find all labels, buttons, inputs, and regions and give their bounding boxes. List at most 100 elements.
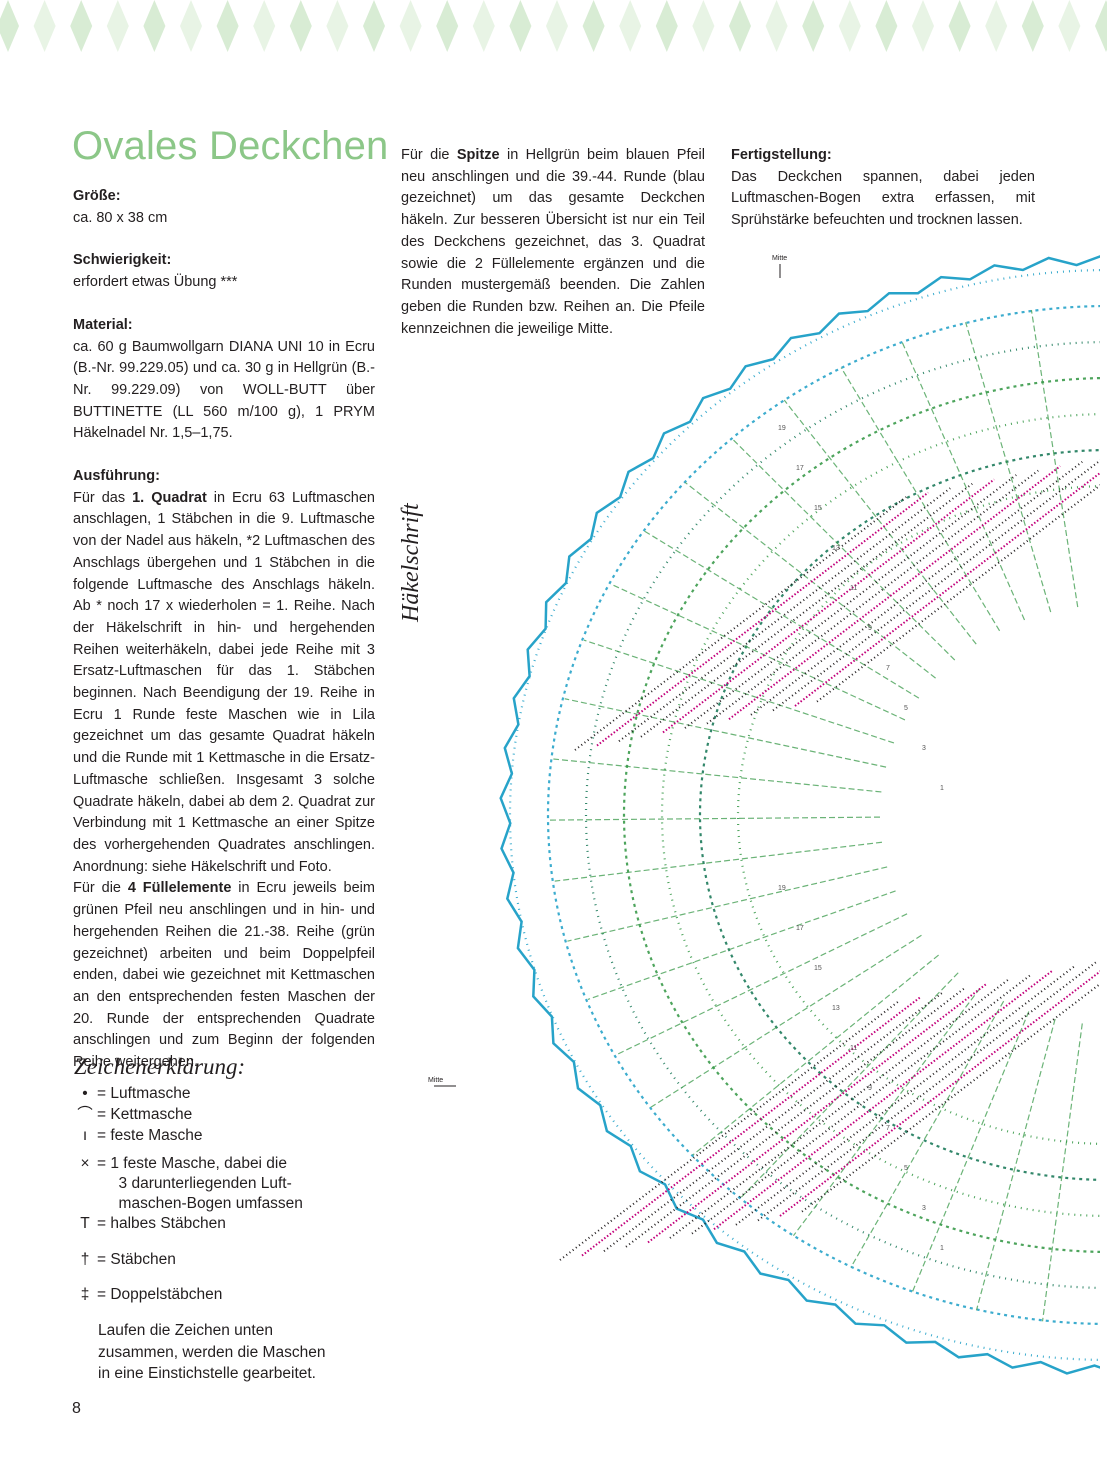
chart-rings — [501, 255, 1100, 1375]
chart-row — [714, 971, 1052, 1229]
row-number: 11 — [850, 585, 857, 592]
border-diamond — [290, 0, 312, 52]
chart-spoke — [912, 1011, 1028, 1292]
fertigstellung-text: Das Deckchen spannen, dabei jeden Luftma… — [731, 167, 1035, 232]
chart-spoke — [645, 531, 919, 698]
legend-item-label: = Kettmasche — [97, 1105, 192, 1125]
chart-row — [604, 993, 942, 1251]
halbes-staebchen-symbol: T — [73, 1214, 97, 1234]
center-arrows — [434, 264, 780, 1086]
legend-item: ‡ = Doppelstäbchen — [73, 1285, 222, 1305]
border-diamond — [1058, 0, 1080, 52]
border-diamond — [802, 0, 824, 52]
border-diamond — [326, 0, 348, 52]
chart-spoke — [584, 640, 894, 743]
row-number: 5 — [904, 705, 908, 712]
legend-item: • = Luftmasche — [73, 1084, 190, 1104]
chart-spoke — [793, 988, 980, 1235]
chart-spoke — [784, 400, 976, 644]
row-number: 17 — [796, 925, 804, 932]
chart-row — [582, 997, 920, 1256]
legend-item: † = Stäbchen — [73, 1250, 176, 1270]
chart-row — [575, 497, 906, 750]
luftmasche-symbol: • — [73, 1084, 97, 1104]
row-number: 15 — [814, 505, 822, 512]
border-diamond — [217, 0, 239, 52]
chart-ring — [586, 342, 1100, 1288]
row-number: 9 — [868, 1085, 872, 1092]
page-number: 8 — [72, 1400, 81, 1418]
legend-item-label: = 1 feste Masche, dabei die 3 darunterli… — [97, 1154, 303, 1214]
chart-spoke — [1043, 1023, 1083, 1321]
border-diamond — [400, 0, 422, 52]
chart-spoke — [550, 817, 880, 820]
border-diamond — [839, 0, 861, 52]
chart-row — [707, 471, 1038, 724]
row-number: 3 — [922, 745, 926, 752]
legend-item: T = halbes Stäbchen — [73, 1214, 226, 1234]
border-diamond — [692, 0, 714, 52]
border-diamond — [253, 0, 275, 52]
border-diamond — [546, 0, 568, 52]
row-number: 3 — [922, 1205, 926, 1212]
material-text: ca. 60 g Baumwollgarn DIANA UNI 10 in Ec… — [73, 337, 375, 446]
row-number: 11 — [850, 1045, 857, 1052]
chart-spoke — [1031, 310, 1077, 607]
chart-outline — [501, 255, 1100, 1375]
legend-item-label: = halbes Stäbchen — [97, 1214, 226, 1234]
chart-row — [692, 975, 1030, 1234]
row-number: 9 — [868, 625, 872, 632]
legend-item-label: = Doppelstäbchen — [97, 1285, 222, 1305]
chart-spoke — [732, 439, 955, 660]
row-number: 17 — [796, 465, 804, 472]
page-title: Ovales Deckchen — [72, 124, 388, 169]
chart-spoke — [555, 842, 882, 881]
chart-ring — [662, 414, 1100, 1216]
row-number: 1 — [940, 785, 944, 792]
groesse-heading: Größe: — [73, 186, 375, 208]
schwierigkeit-heading: Schwierigkeit: — [73, 250, 375, 272]
border-diamond — [1022, 0, 1044, 52]
row-number: 15 — [814, 965, 822, 972]
chart-row — [758, 962, 1096, 1221]
chart-row — [729, 466, 1060, 719]
chart-row — [817, 449, 1100, 702]
chart-spoke — [588, 891, 896, 999]
staebchen-symbol: † — [73, 1250, 97, 1270]
border-diamond — [1095, 0, 1107, 52]
legend-item-label: = feste Masche — [97, 1126, 203, 1146]
row-number: 13 — [832, 545, 840, 552]
row-number: 19 — [778, 425, 786, 432]
border-diamond — [583, 0, 605, 52]
legend-item: ⌒ = Kettmasche — [73, 1105, 192, 1125]
material-heading: Material: — [73, 315, 375, 337]
chart-spoke — [651, 935, 921, 1107]
border-diamond — [473, 0, 495, 52]
border-diamond — [436, 0, 458, 52]
chart-row — [802, 953, 1100, 1212]
chart-spoke — [567, 867, 887, 941]
border-diamond — [70, 0, 92, 52]
legend-title: Zeichenerklärung: — [74, 1054, 245, 1080]
legend-item-label: = Luftmasche — [97, 1084, 190, 1104]
chart-spoke — [616, 914, 907, 1055]
ausfuehrung-paragraph-2: Für die 4 Füllelemente in Ecru jeweils b… — [73, 878, 375, 1073]
border-diamond — [363, 0, 385, 52]
chart-ring — [624, 378, 1100, 1252]
row-number: 7 — [886, 1125, 890, 1132]
ausfuehrung-paragraph-1: Für das 1. Quadrat in Ecru 63 Luftmasche… — [73, 488, 375, 879]
mitte-left-label: Mitte — [428, 1077, 443, 1084]
border-diamond — [180, 0, 202, 52]
border-diamond — [656, 0, 678, 52]
crochet-chart: Mitte Mitte 1917151311975311917151311975… — [420, 250, 1100, 1380]
row-number: 5 — [904, 1165, 908, 1172]
chart-spoke — [976, 1019, 1055, 1310]
chart-spoke — [565, 699, 886, 767]
chart-spoke — [553, 759, 881, 792]
doppelstaebchen-symbol: ‡ — [73, 1285, 97, 1305]
chart-row — [663, 479, 994, 732]
legend-item-label: = Stäbchen — [97, 1250, 176, 1270]
legend-item: ı = feste Masche — [73, 1126, 203, 1146]
border-diamond — [509, 0, 531, 52]
